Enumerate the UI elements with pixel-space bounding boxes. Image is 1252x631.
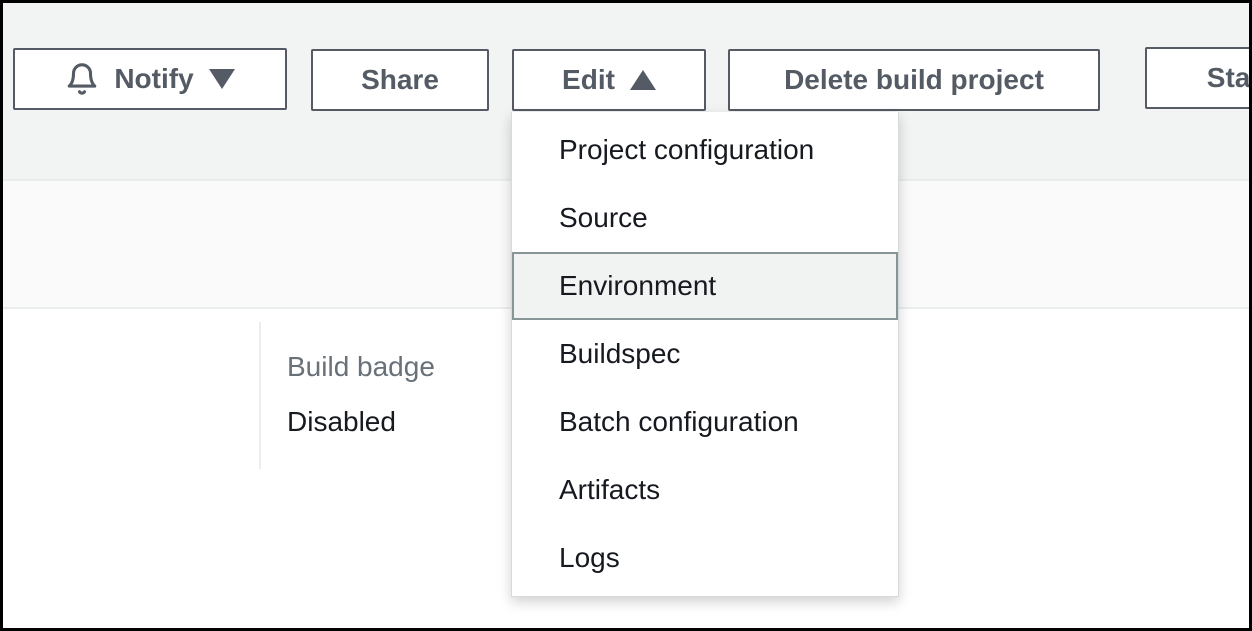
caret-up-icon	[629, 70, 656, 90]
menu-item-batch-configuration[interactable]: Batch configuration	[559, 406, 799, 437]
caret-down-icon	[208, 69, 235, 89]
edit-dropdown-menu: Project configuration Source Environment…	[511, 112, 899, 597]
bell-icon	[65, 62, 99, 96]
menu-item-environment[interactable]: Environment	[512, 252, 898, 320]
menu-item-buildspec[interactable]: Buildspec	[559, 338, 681, 369]
menu-item-logs[interactable]: Logs	[559, 542, 620, 573]
edit-button-label: Edit	[562, 64, 615, 95]
share-button-label: Share	[361, 64, 439, 95]
start-build-button[interactable]: Start build	[1145, 47, 1252, 109]
build-badge-value: Disabled	[287, 406, 396, 437]
delete-build-project-button[interactable]: Delete build project	[728, 49, 1100, 111]
share-button[interactable]: Share	[311, 49, 489, 111]
notify-button[interactable]: Notify	[13, 48, 287, 110]
edit-button[interactable]: Edit	[512, 49, 706, 111]
column-divider	[259, 322, 261, 469]
menu-item-source[interactable]: Source	[559, 202, 648, 233]
start-button-label: Start build	[1206, 62, 1252, 93]
menu-item-artifacts[interactable]: Artifacts	[559, 474, 661, 505]
delete-button-label: Delete build project	[784, 64, 1044, 95]
menu-item-project-configuration[interactable]: Project configuration	[559, 134, 815, 165]
notify-button-label: Notify	[114, 63, 194, 94]
build-badge-label: Build badge	[287, 351, 435, 382]
